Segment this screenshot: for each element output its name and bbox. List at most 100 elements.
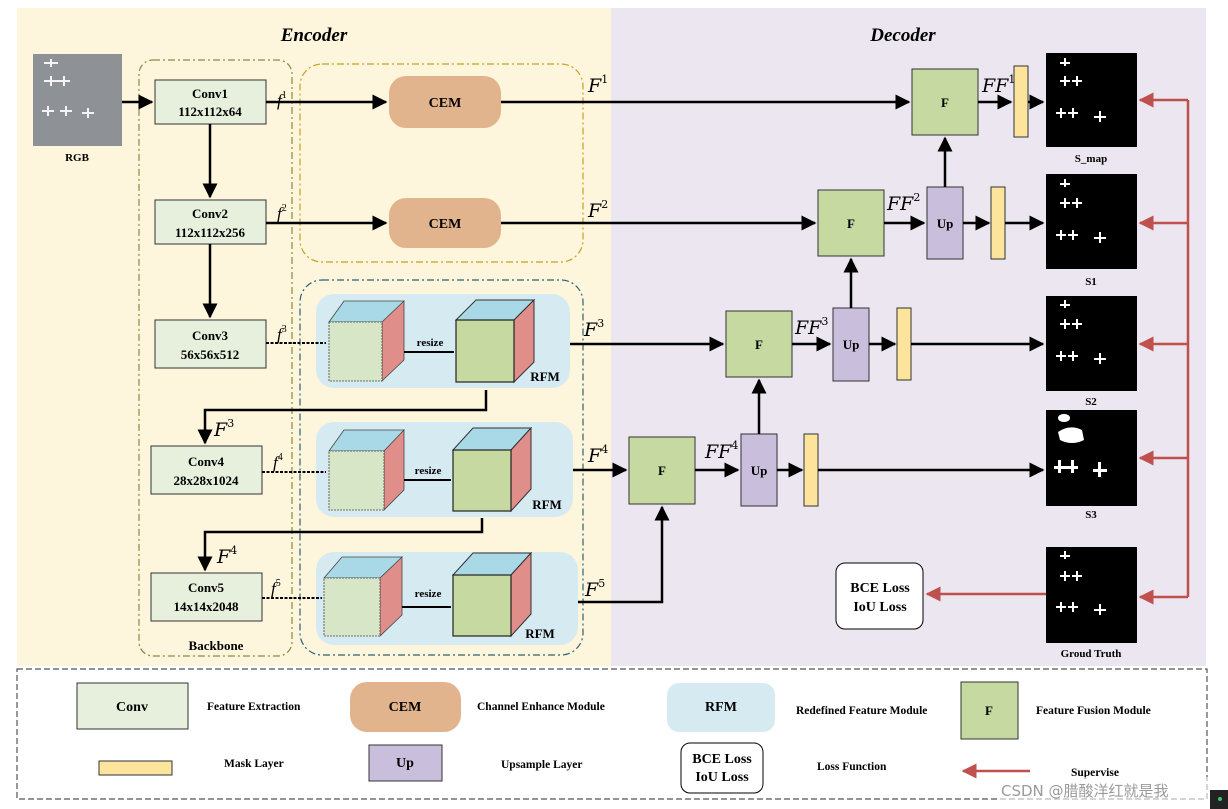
F4-label: F4 [587, 443, 608, 467]
legend-fusion-desc: Feature Fusion Module [1036, 705, 1151, 717]
output-ground-truth-label: Groud Truth [1061, 648, 1122, 660]
legend-conv-label: Conv [116, 700, 148, 715]
cem2-block: CEM [389, 198, 501, 248]
arrow-rfm4-conv5 [197, 518, 484, 572]
legend-cem-label: CEM [389, 700, 422, 715]
fusion4-label: F [658, 463, 666, 478]
conv1-block: Conv1 112x112x64 [154, 79, 267, 125]
output-ground-truth [1046, 547, 1137, 643]
fusion3-block: F [725, 310, 793, 378]
watermark: CSDN @腊酸洋红就是我 [1001, 782, 1169, 800]
output-s1 [1046, 174, 1137, 269]
F2-label: F2 [587, 198, 608, 222]
rfm3-resize: resize [417, 337, 444, 349]
legend-mask: Mask Layer [98, 758, 284, 776]
f2-label: f2 [277, 203, 287, 223]
FF4-label: FF4 [704, 439, 738, 463]
legend-up-label: Up [396, 756, 414, 771]
legend-supervise: Supervise [961, 763, 1119, 779]
mask-layer-3 [896, 307, 912, 381]
f1-label: f1 [277, 90, 287, 110]
conv2-name: Conv2 [192, 206, 228, 221]
mask-layer-1 [1013, 65, 1029, 138]
loss-line1: BCE Loss [850, 581, 910, 596]
legend-fusion: F Feature Fusion Module [960, 681, 1151, 740]
fusion2-block: F [817, 189, 885, 257]
legend-up: Up Upsample Layer [368, 744, 582, 782]
fusion1-block: F [911, 68, 979, 136]
output-smap [1046, 53, 1137, 147]
backbone-group [138, 59, 293, 657]
output-s1-label: S1 [1085, 276, 1097, 288]
output-smap-label: S_map [1075, 153, 1107, 165]
arrow-rfm5-fusion4 [578, 505, 670, 604]
legend-supervise-desc: Supervise [1071, 767, 1119, 779]
legend-up-desc: Upsample Layer [501, 759, 582, 771]
rfm5-label: RFM [525, 626, 555, 641]
rfm4-label: RFM [532, 497, 562, 512]
legend-conv-desc: Feature Extraction [207, 701, 301, 713]
output-s3-label: S3 [1085, 509, 1097, 521]
cem2-label: CEM [429, 217, 462, 232]
cem1-block: CEM [389, 76, 501, 128]
up1-label: Up [937, 216, 954, 231]
FF2-label: FF2 [886, 191, 920, 215]
conv4-size: 28x28x1024 [174, 473, 240, 488]
rfm4-block: resize RFM [316, 422, 573, 517]
FF3-label: FF3 [794, 315, 828, 339]
conv5-size: 14x14x2048 [174, 599, 240, 614]
conv4-block: Conv4 28x28x1024 [150, 445, 263, 495]
conv3-size: 56x56x512 [181, 347, 240, 362]
F4-label-left: F4 [216, 544, 237, 568]
rfm5-block: resize RFM [316, 551, 578, 645]
f4-label: f4 [273, 452, 283, 472]
legend-rfm-desc: Redefined Feature Module [796, 705, 927, 717]
F1-label: F1 [587, 73, 608, 97]
backbone-label: Backbone [189, 638, 244, 653]
conv4-name: Conv4 [188, 454, 225, 469]
up3-block: Up [740, 433, 778, 507]
up2-label: Up [843, 337, 860, 352]
conv2-size: 112x112x256 [175, 225, 246, 240]
watermark-dot [1218, 797, 1222, 801]
F3-label: F3 [583, 317, 604, 341]
f3-label: f3 [277, 324, 287, 344]
fusion1-label: F [941, 95, 949, 110]
rfm3-block: resize RFM [316, 294, 570, 388]
output-s2 [1046, 296, 1137, 391]
legend-loss-line2: IoU Loss [695, 770, 749, 785]
cem1-label: CEM [429, 96, 462, 111]
legend-cem-desc: Channel Enhance Module [477, 701, 605, 713]
conv5-block: Conv5 14x14x2048 [150, 572, 263, 622]
mask-layer-4 [803, 433, 819, 507]
input-image [33, 54, 122, 146]
conv5-name: Conv5 [188, 580, 225, 595]
arrow-rfm3-conv4 [197, 390, 488, 445]
conv1-size: 112x112x64 [178, 104, 242, 119]
f5-label: f5 [271, 578, 281, 598]
F3-label-left: F3 [213, 417, 234, 441]
legend-rfm: RFM Redefined Feature Module [667, 683, 927, 732]
mask-layer-2 [990, 186, 1006, 260]
fusion4-block: F [628, 436, 696, 505]
legend-mask-desc: Mask Layer [224, 758, 284, 770]
conv3-block: Conv3 56x56x512 [154, 319, 267, 369]
conv3-name: Conv3 [192, 328, 229, 343]
legend-cem: CEM Channel Enhance Module [350, 682, 605, 732]
F5-label: F5 [584, 577, 605, 601]
legend-loss-desc: Loss Function [817, 761, 887, 773]
up3-label: Up [751, 463, 768, 478]
output-s3 [1046, 410, 1137, 506]
legend-loss: BCE Loss IoU Loss Loss Function [680, 742, 887, 794]
up1-block: Up [926, 186, 964, 260]
encoder-title: Encoder [280, 25, 348, 46]
legend-conv: Conv Feature Extraction [76, 682, 301, 730]
input-label: RGB [65, 152, 90, 164]
rfm4-resize: resize [415, 465, 442, 477]
rfm-group [299, 279, 584, 656]
conv1-name: Conv1 [192, 86, 228, 101]
legend-loss-line1: BCE Loss [692, 752, 752, 767]
loss-box: BCE Loss IoU Loss [835, 562, 924, 630]
output-s2-label: S2 [1085, 396, 1097, 408]
